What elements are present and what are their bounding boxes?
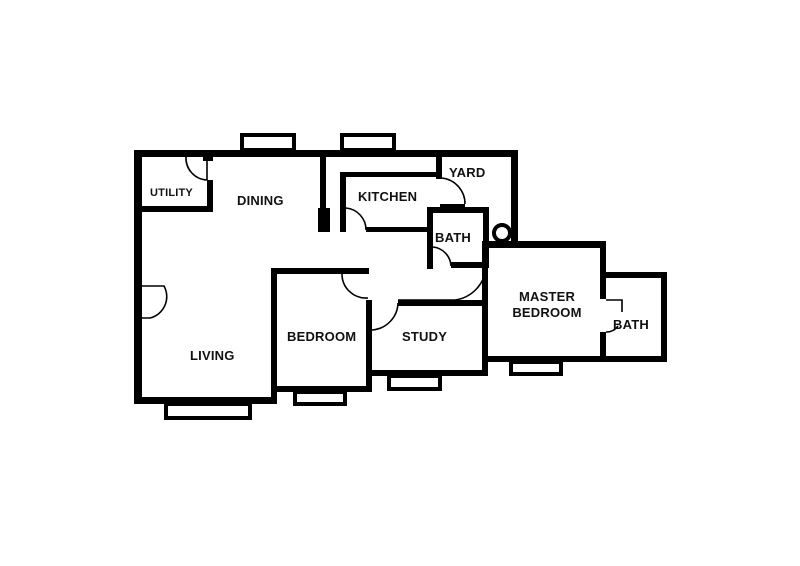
- window: [164, 402, 252, 420]
- windows: [164, 133, 563, 420]
- room-label-utility: UTILITY: [150, 187, 193, 199]
- room-label-bath: BATH: [435, 230, 471, 245]
- window: [293, 390, 347, 406]
- walls: [134, 150, 667, 404]
- window: [340, 133, 396, 152]
- room-label-kitchen: KITCHEN: [358, 189, 418, 204]
- room-label-master-line1: MASTER: [518, 289, 576, 304]
- window: [240, 133, 296, 152]
- room-label-master-bath: BATH: [613, 317, 649, 332]
- room-label-master-bedroom: MASTER BEDROOM: [508, 289, 586, 321]
- window: [387, 374, 442, 391]
- room-label-dining: DINING: [237, 193, 284, 208]
- room-label-living: LIVING: [190, 348, 235, 363]
- window: [509, 360, 563, 376]
- room-label-master-line2: BEDROOM: [512, 305, 582, 320]
- room-label-bedroom: BEDROOM: [287, 329, 357, 344]
- flue-circle: [492, 223, 512, 243]
- room-label-yard: YARD: [449, 165, 486, 180]
- doors: [142, 156, 623, 333]
- room-label-study: STUDY: [402, 329, 448, 344]
